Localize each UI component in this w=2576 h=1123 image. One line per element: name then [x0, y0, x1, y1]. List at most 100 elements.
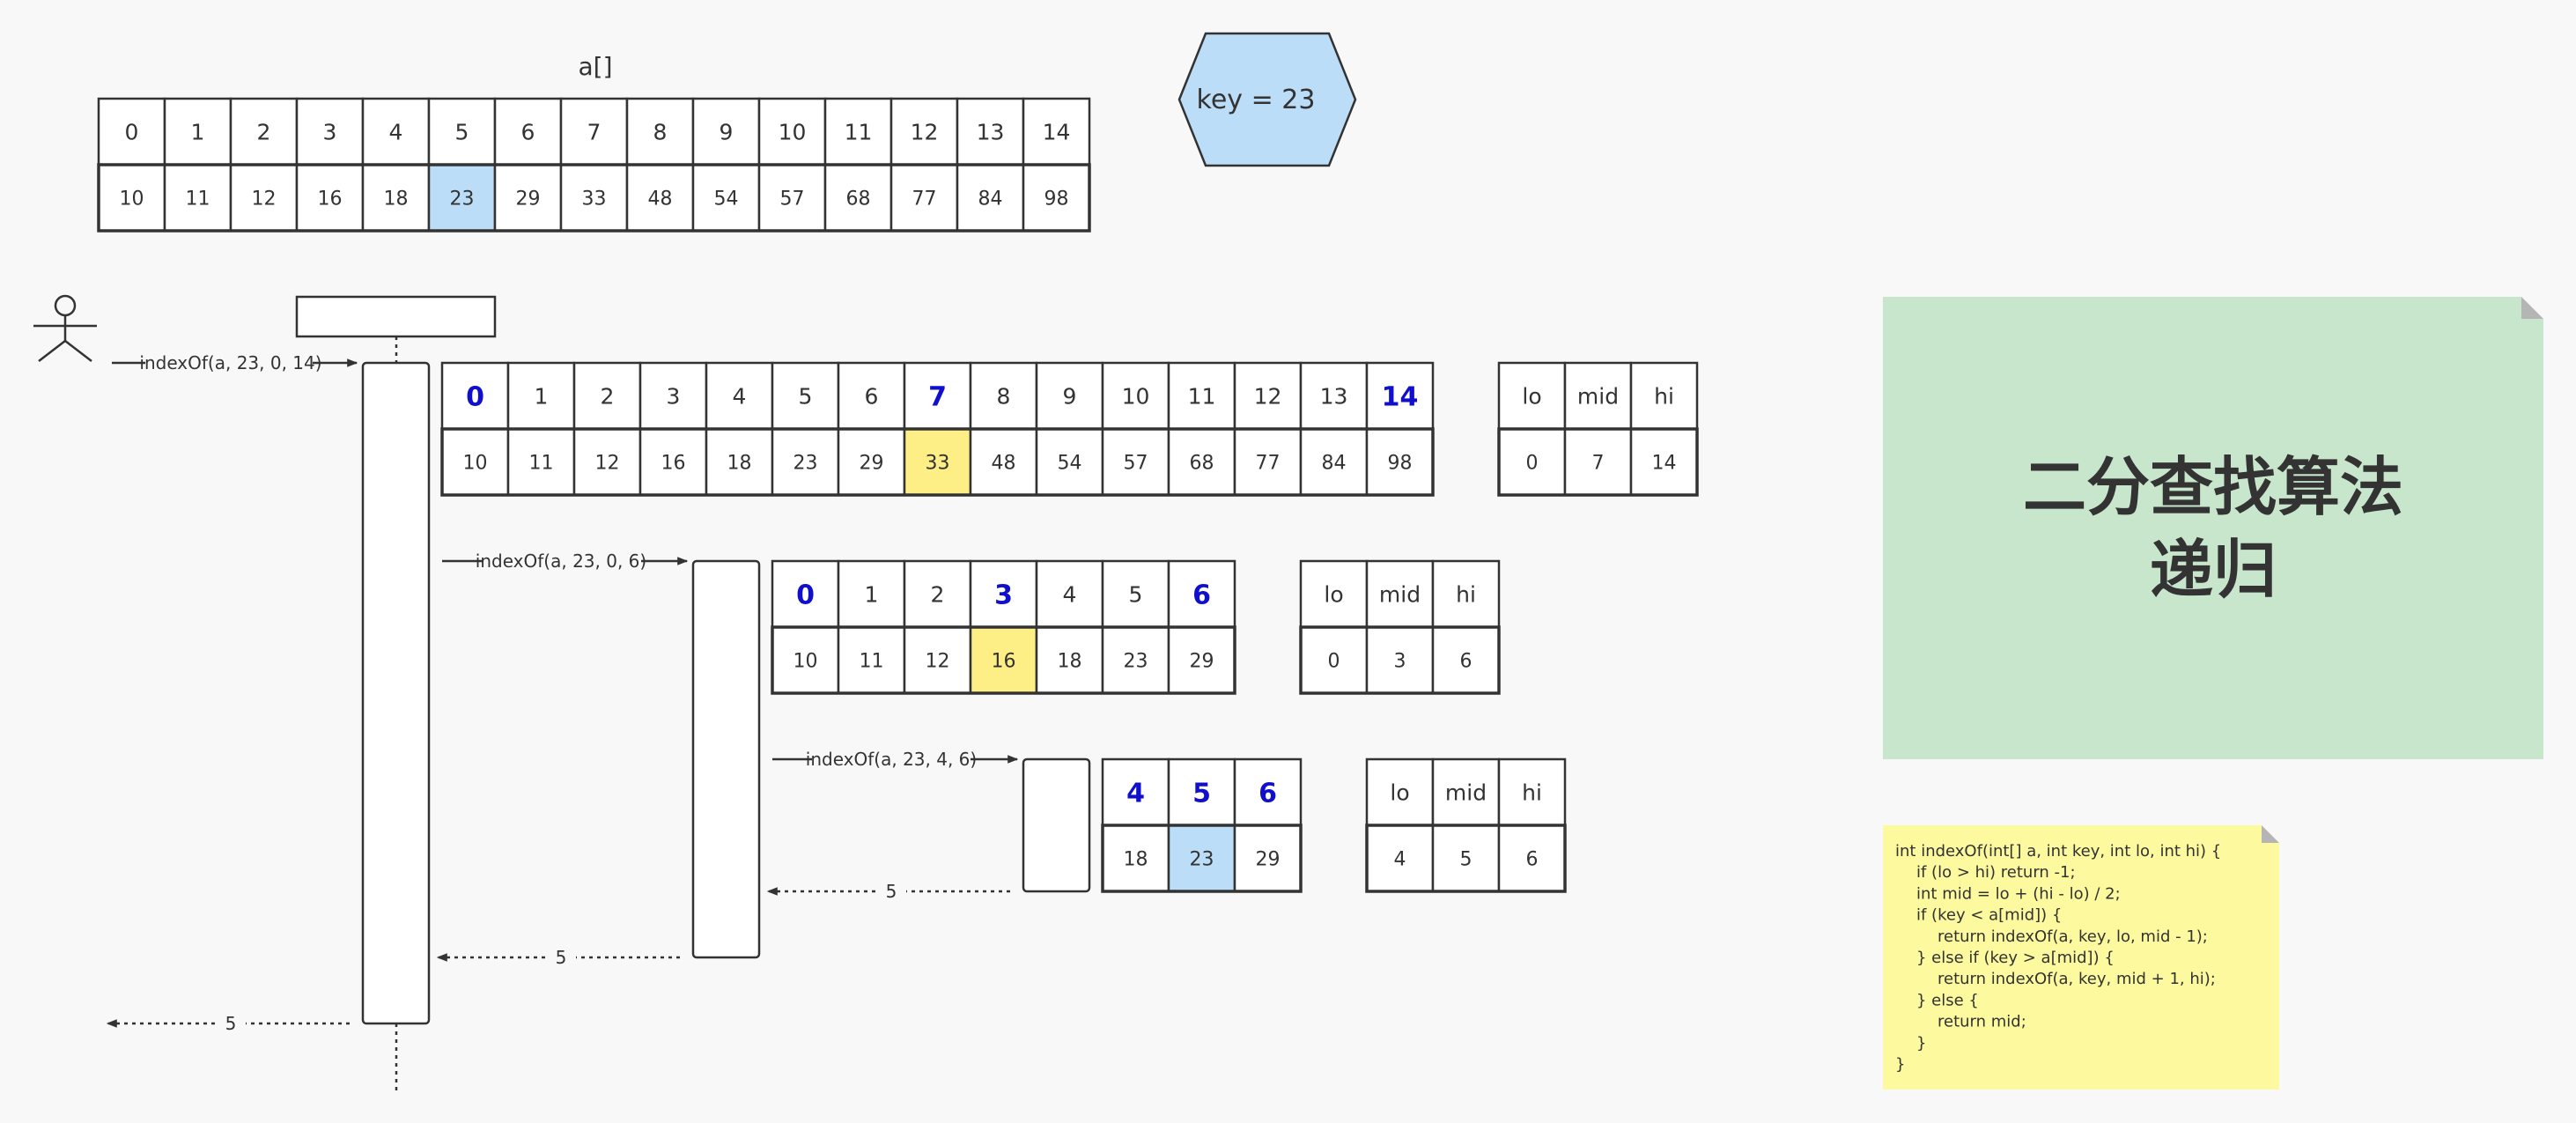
call-1-vars-value-label: 7 [1592, 453, 1605, 475]
main-array-header-cell [956, 97, 1025, 166]
code-line: return mid; [1938, 1013, 2026, 1031]
call-1-array-header-label: 11 [1188, 384, 1216, 410]
call-2-array-header-cell [1101, 559, 1170, 629]
call-1-array-header-cell [1035, 361, 1104, 431]
call-1-array-value-cell [1233, 427, 1303, 497]
title-line-2: 递归 [2150, 533, 2277, 607]
call-1-array-header-label: 3 [667, 384, 681, 410]
call-2-array-value-label: 23 [1124, 651, 1148, 673]
code-line: return indexOf(a, key, mid + 1, hi); [1938, 970, 2216, 988]
call-3-array-header-cell [1167, 757, 1236, 827]
call-1-array-header-label: 8 [997, 384, 1011, 410]
call-3-array-value-label: 29 [1256, 849, 1281, 871]
call-label-1: indexOf(a, 23, 0, 14) [139, 352, 321, 373]
activation-box-call-3 [1022, 757, 1091, 893]
call-1-array-header-cell [506, 361, 576, 431]
call-1-array-value-label: 48 [992, 453, 1016, 475]
call-1-array-header-label: 7 [928, 382, 947, 413]
call-1-array-value-label: 12 [595, 453, 620, 475]
call-1-array-value-label: 68 [1190, 453, 1214, 475]
call-1-array-header-cell [1299, 361, 1369, 431]
main-array-header-label: 14 [1043, 120, 1071, 145]
return-label-2: 5 [556, 947, 567, 968]
call-1-vars-header-cell [1497, 361, 1567, 431]
call-1-array-value-label: 33 [926, 453, 950, 475]
call-3-array-header-label: 4 [1126, 779, 1145, 809]
call-1-vars-header-cell [1629, 361, 1699, 431]
call-2-array-header-label: 2 [931, 582, 945, 608]
call-1-array-value-cell [1167, 427, 1236, 497]
call-2-array-value-label: 10 [793, 651, 818, 673]
main-array-header-label: 10 [779, 120, 807, 145]
call-2-array-header-label: 6 [1192, 580, 1211, 611]
main-array-value-label: 48 [648, 188, 673, 211]
call-2-array-header-cell [1167, 559, 1236, 629]
call-1-array-value-cell [1101, 427, 1170, 497]
call-1-array-header-cell [1233, 361, 1303, 431]
call-2-vars-value-label: 0 [1328, 651, 1340, 673]
call-2-array-value-cell [1167, 625, 1236, 695]
main-array-header-cell [97, 97, 166, 166]
call-2-array-header-cell [969, 559, 1038, 629]
main-array-value-label: 29 [516, 188, 541, 211]
main-array-header-cell [559, 97, 629, 166]
call-1-array-value-label: 98 [1388, 453, 1413, 475]
main-array-value-cell [295, 163, 365, 233]
call-1-array-header-label: 14 [1382, 382, 1419, 413]
main-array-header-label: 7 [587, 120, 602, 145]
code-line: } [1916, 1034, 1926, 1053]
call-1-array-header-label: 13 [1320, 384, 1348, 410]
call-1-vars-header-label: hi [1654, 384, 1674, 410]
call-2-array-header-label: 1 [865, 582, 879, 608]
call-1-array-header-cell [1167, 361, 1236, 431]
call-1-array-value-label: 18 [727, 453, 752, 475]
array-title: a[] [578, 52, 612, 81]
return-label-1: 5 [225, 1013, 237, 1034]
call-1-array-value-cell [506, 427, 576, 497]
code-line: } [1895, 1055, 1905, 1074]
main-array-header-label: 2 [257, 120, 271, 145]
main-array-header-label: 12 [911, 120, 939, 145]
call-1-vars-header-label: mid [1577, 384, 1619, 410]
call-1-array-header-label: 12 [1254, 384, 1282, 410]
code-line: int indexOf(int[] a, int key, int lo, in… [1895, 842, 2221, 861]
main-array-value-label: 12 [252, 188, 277, 211]
call-2-vars-header-label: mid [1379, 582, 1421, 608]
call-2-array-value-cell [903, 625, 972, 695]
call-2-array-header-label: 5 [1129, 582, 1143, 608]
call-1-array-value-label: 29 [860, 453, 884, 475]
return-label-3: 5 [886, 881, 897, 902]
main-array-value-cell [163, 163, 233, 233]
code-line: } else { [1916, 991, 1979, 1009]
call-2-array-value-label: 16 [992, 651, 1016, 673]
call-1-array-header-cell [1365, 361, 1435, 431]
main-array-value-cell [361, 163, 431, 233]
call-3-vars-value-cell [1497, 824, 1567, 893]
call-1-vars-value-cell [1563, 427, 1633, 497]
call-1-array-value-cell [1035, 427, 1104, 497]
main-array-header-label: 3 [323, 120, 337, 145]
main-array-header-label: 6 [521, 120, 535, 145]
call-3-array-header-cell [1233, 757, 1303, 827]
call-3-array-header-label: 5 [1192, 779, 1211, 809]
call-1-array-value-label: 77 [1256, 453, 1281, 475]
call-1-array-header-label: 0 [466, 382, 484, 413]
call-1-array-value-label: 10 [463, 453, 488, 475]
call-1-array-header-label: 9 [1063, 384, 1077, 410]
call-3-array-header-label: 6 [1258, 779, 1277, 809]
main-array-header-cell [691, 97, 761, 166]
call-1-array-header-cell [771, 361, 840, 431]
call-1-array-value-label: 84 [1322, 453, 1347, 475]
code-line: int mid = lo + (hi - lo) / 2; [1916, 884, 2121, 903]
call-1-array-header-cell [969, 361, 1038, 431]
main-array-value-cell [956, 163, 1025, 233]
call-2-array-value-label: 12 [926, 651, 950, 673]
code-line: if (key < a[mid]) { [1916, 906, 2062, 925]
code-line: return indexOf(a, key, lo, mid - 1); [1938, 927, 2208, 946]
main-array-value-label: 84 [978, 188, 1003, 211]
key-shape: key = 23 [1177, 32, 1357, 167]
